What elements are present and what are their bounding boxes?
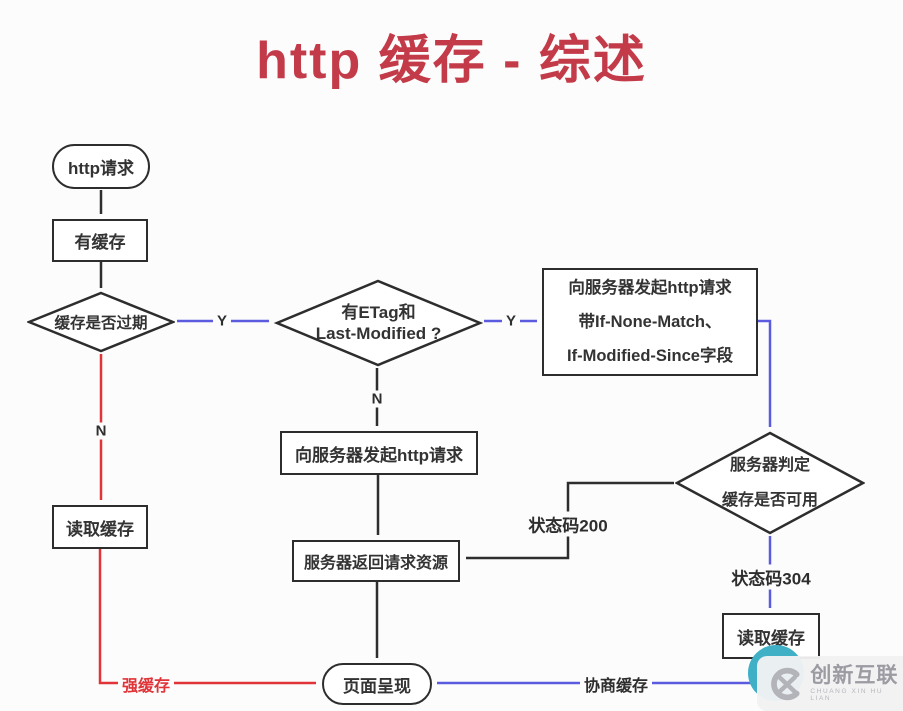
- edge-label-negotiated-cache: 协商缓存: [579, 672, 653, 696]
- node-label-line2: 带If-None-Match、: [578, 313, 722, 331]
- edge-label-yes-expired: Y: [212, 312, 232, 330]
- node-label-line3: If-Modified-Since字段: [567, 347, 733, 365]
- node-label-line1: 向服务器发起http请求: [568, 279, 732, 297]
- node-label: 读取缓存: [66, 519, 134, 539]
- edge-label-yes-etag: Y: [501, 312, 521, 330]
- edge-label-no-etag: N: [367, 390, 387, 408]
- edge-label-no-expired: N: [91, 422, 111, 440]
- edge-conditional-to-judge: [758, 319, 772, 427]
- node-http-request-start: http请求: [52, 144, 150, 189]
- watermark-subtitle: CHUANG XIN HU LIAN: [810, 688, 884, 702]
- watermark-card: 创新互联 CHUANG XIN HU LIAN: [757, 656, 903, 711]
- node-label-line2: 缓存是否可用: [721, 492, 818, 509]
- watermark-text: 创新互联 CHUANG XIN HU LIAN: [810, 665, 903, 702]
- node-has-cache: 有缓存: [52, 219, 148, 262]
- node-read-cache-left: 读取缓存: [52, 505, 148, 549]
- node-label-line1: 有ETag和: [341, 303, 416, 322]
- node-label: 缓存是否过期: [54, 315, 148, 332]
- node-label: 页面呈现: [343, 676, 411, 696]
- watermark-brand: 创新互联: [810, 664, 899, 687]
- diamond-shape: [27, 291, 175, 353]
- edge-readcache-to-render-strong: [98, 549, 316, 685]
- node-server-judge-decision: 服务器判定 缓存是否可用: [675, 431, 865, 535]
- node-label: 向服务器发起http请求: [294, 445, 464, 465]
- node-label-line2: Last-Modified ?: [315, 324, 442, 343]
- node-label: 读取缓存: [737, 628, 805, 648]
- chuangxin-hulian-logo-icon: [771, 667, 800, 700]
- node-has-etag-decision: 有ETag和 Last-Modified ?: [274, 279, 483, 367]
- edge-label-status-304: 状态码304: [727, 564, 815, 590]
- node-label: 有缓存: [74, 233, 126, 252]
- page-title: http 缓存 - 综述: [256, 32, 647, 90]
- node-label-line1: 服务器判定: [729, 457, 810, 474]
- node-server-returns-resource: 服务器返回请求资源: [292, 540, 460, 582]
- diamond-shape: [675, 431, 865, 535]
- node-plain-http-request: 向服务器发起http请求: [280, 431, 478, 475]
- diamond-shape: [274, 279, 483, 367]
- node-render-page: 页面呈现: [322, 663, 432, 705]
- node-label: http请求: [67, 159, 135, 178]
- node-cache-expired-decision: 缓存是否过期: [27, 291, 175, 353]
- node-label: 服务器返回请求资源: [303, 555, 448, 572]
- edge-label-strong-cache: 强缓存: [117, 672, 175, 696]
- edge-label-status-200: 状态码200: [524, 511, 612, 537]
- node-conditional-http-request: 向服务器发起http请求 带If-None-Match、 If-Modified…: [542, 268, 758, 376]
